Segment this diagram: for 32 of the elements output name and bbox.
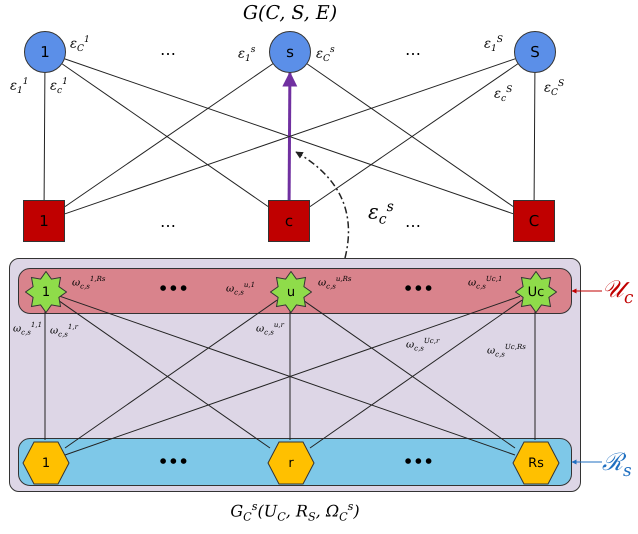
rounded-band (18, 268, 572, 314)
circle-node: s (269, 31, 311, 73)
square-node: c (268, 200, 310, 242)
ellipsis: … (405, 40, 421, 59)
diagram-title: G(C, S, E) (242, 2, 338, 24)
symbol-label: 𝒰$_{c}$ (602, 273, 638, 309)
arrow (572, 460, 602, 464)
dash-dot-arrow (295, 151, 350, 258)
connector-line (534, 72, 536, 200)
star-node: Uc (515, 271, 557, 313)
arrow (282, 72, 298, 200)
ellipsis: ••• (403, 279, 434, 298)
rounded-band (18, 438, 572, 486)
symbol-label: ℛ$_{s}$ (602, 444, 638, 480)
square-node: 1 (23, 200, 65, 242)
arrow (572, 288, 602, 294)
hexagon-node: 1 (22, 441, 70, 485)
ellipsis: … (405, 212, 421, 231)
hexagon-node: r (267, 441, 315, 485)
ellipsis: ••• (158, 279, 189, 298)
hexagon-node: Rs (512, 441, 560, 485)
circle-node: S (514, 31, 556, 73)
ellipsis: … (160, 212, 176, 231)
ellipsis: ••• (403, 452, 434, 471)
ellipsis: … (160, 40, 176, 59)
circle-node: 1 (24, 31, 66, 73)
square-node: C (513, 200, 555, 242)
ellipsis: ••• (158, 452, 189, 471)
star-node: u (270, 271, 312, 313)
connector-line (44, 72, 46, 200)
star-node: 1 (25, 271, 67, 313)
group-title: G$_{C}$$^{s}$(U$_{C}$, R$_{S}$, Ω$_{C}$$^{s}$) (229, 500, 361, 524)
